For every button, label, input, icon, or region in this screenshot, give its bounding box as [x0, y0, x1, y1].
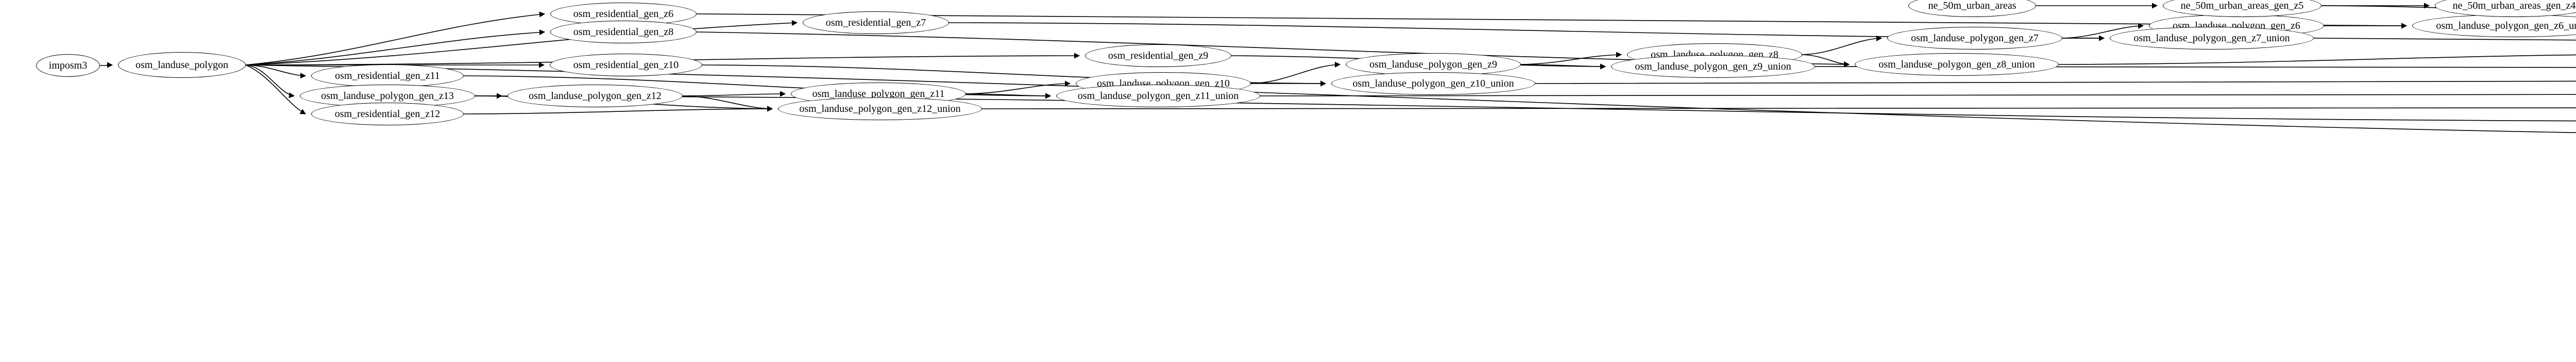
graph-node-ne-50m-urban-areas-gen-z4[interactable]: ne_50m_urban_areas_gen_z4 — [2435, 0, 2576, 17]
graph-edge — [1520, 63, 1606, 70]
graph-node-label: osm_landuse_polygon_gen_z12_union — [799, 103, 961, 114]
graph-edge — [981, 107, 2576, 109]
graph-node-osm-residential-gen-z7[interactable]: osm_residential_gen_z7 — [803, 11, 949, 34]
graph-edge — [245, 64, 295, 98]
graph-node-osm-landuse-polygon-gen-z11-union[interactable]: osm_landuse_polygon_gen_z11_union — [1056, 85, 1260, 107]
graph-node-label: ne_50m_urban_areas_gen_z4 — [2452, 0, 2576, 11]
graph-node-label: osm_residential_gen_z7 — [825, 17, 926, 28]
graph-node-label: osm_landuse_polygon_gen_z7 — [1911, 32, 2039, 44]
graph-edge — [1260, 94, 2576, 96]
graph-edge — [2313, 38, 2576, 41]
graph-node-osm-landuse-polygon-gen-z12-union[interactable]: osm_landuse_polygon_gen_z12_union — [778, 97, 982, 120]
graph-node-label: osm_landuse_polygon_gen_z10_union — [1352, 78, 1514, 89]
graph-edge — [245, 29, 546, 65]
graph-edge — [682, 95, 773, 112]
graph-node-ne-50m-urban-areas[interactable]: ne_50m_urban_areas — [1908, 0, 2036, 17]
graph-node-label: osm_landuse_polygon_gen_z11_union — [1077, 90, 1239, 102]
graph-node-label: ne_50m_urban_areas_gen_z5 — [2180, 0, 2304, 11]
graph-node-label: osm_landuse_polygon_gen_z9_union — [1635, 61, 1791, 72]
graph-node-label: osm_landuse_polygon_gen_z12 — [529, 90, 662, 102]
graph-node-osm-residential-gen-z9[interactable]: osm_residential_gen_z9 — [1085, 44, 1231, 67]
graph-node-label: osm_landuse_polygon_gen_z9 — [1369, 59, 1497, 70]
graph-node-label: imposm3 — [48, 60, 88, 71]
graph-node-label: osm_residential_gen_z11 — [335, 70, 440, 81]
graph-node-osm-landuse-polygon-gen-z7-union[interactable]: osm_landuse_polygon_gen_z7_union — [2110, 27, 2314, 50]
graph-edge — [965, 80, 1071, 94]
graph-node-osm-landuse-polygon-gen-z7[interactable]: osm_landuse_polygon_gen_z7 — [1887, 27, 2062, 50]
graph-node-label: osm_residential_gen_z8 — [573, 26, 674, 38]
graph-node-ne-50m-urban-areas-gen-z5[interactable]: ne_50m_urban_areas_gen_z5 — [2163, 0, 2321, 17]
graph-node-label: osm_residential_gen_z10 — [573, 59, 679, 71]
graph-node-label: osm_landuse_polygon_gen_z6_union — [2436, 20, 2576, 31]
graph-node-label: osm_landuse_polygon_gen_z13 — [321, 90, 454, 102]
graph-node-label: osm_landuse_polygon — [135, 59, 228, 71]
graph-edge — [245, 64, 306, 114]
graph-node-osm-landuse-polygon-gen-z9-union[interactable]: osm_landuse_polygon_gen_z9_union — [1611, 55, 1815, 78]
graph-edge — [1802, 35, 1883, 55]
graph-node-label: osm_landuse_polygon_gen_z8_union — [1878, 59, 2035, 70]
graph-node-osm-landuse-polygon[interactable]: osm_landuse_polygon — [118, 52, 246, 78]
graph-edge — [965, 93, 1052, 99]
graph-edge — [1520, 52, 1622, 65]
graph-node-osm-residential-gen-z11[interactable]: osm_residential_gen_z11 — [311, 64, 464, 87]
graph-node-label: ne_50m_urban_areas — [1928, 0, 2016, 11]
graph-node-label: osm_residential_gen_z12 — [334, 108, 440, 120]
graph-node-osm-residential-gen-z12[interactable]: osm_residential_gen_z12 — [311, 103, 464, 125]
graph-edge — [245, 20, 798, 65]
graph-node-label: osm_residential_gen_z9 — [1108, 50, 1209, 61]
graph-node-osm-landuse-polygon-gen-z12[interactable]: osm_landuse_polygon_gen_z12 — [507, 85, 683, 107]
graph-edge — [2058, 54, 2576, 65]
graph-node-osm-landuse-polygon-gen-z8-union[interactable]: osm_landuse_polygon_gen_z8_union — [1855, 53, 2059, 76]
graph-edge — [682, 91, 786, 97]
graph-edge — [463, 106, 773, 114]
graph-node-label: osm_residential_gen_z6 — [573, 8, 674, 20]
graph-node-label: osm_landuse_polygon_gen_z7_union — [2133, 32, 2290, 44]
graph-node-osm-landuse-polygon-gen-z10-union[interactable]: osm_landuse_polygon_gen_z10_union — [1331, 72, 1535, 95]
graph-node-imposm3[interactable]: imposm3 — [36, 54, 100, 77]
graph-node-osm-landuse-polygon-gen-z6-union[interactable]: osm_landuse_polygon_gen_z6_union — [2412, 14, 2576, 37]
graph-edge — [245, 64, 307, 79]
graph-edge — [1250, 61, 1341, 84]
graph-node-osm-residential-gen-z10[interactable]: osm_residential_gen_z10 — [550, 54, 702, 76]
graph-edge — [245, 11, 546, 65]
graph-node-osm-residential-gen-z8[interactable]: osm_residential_gen_z8 — [550, 21, 697, 43]
graph-edge — [1535, 80, 2576, 84]
